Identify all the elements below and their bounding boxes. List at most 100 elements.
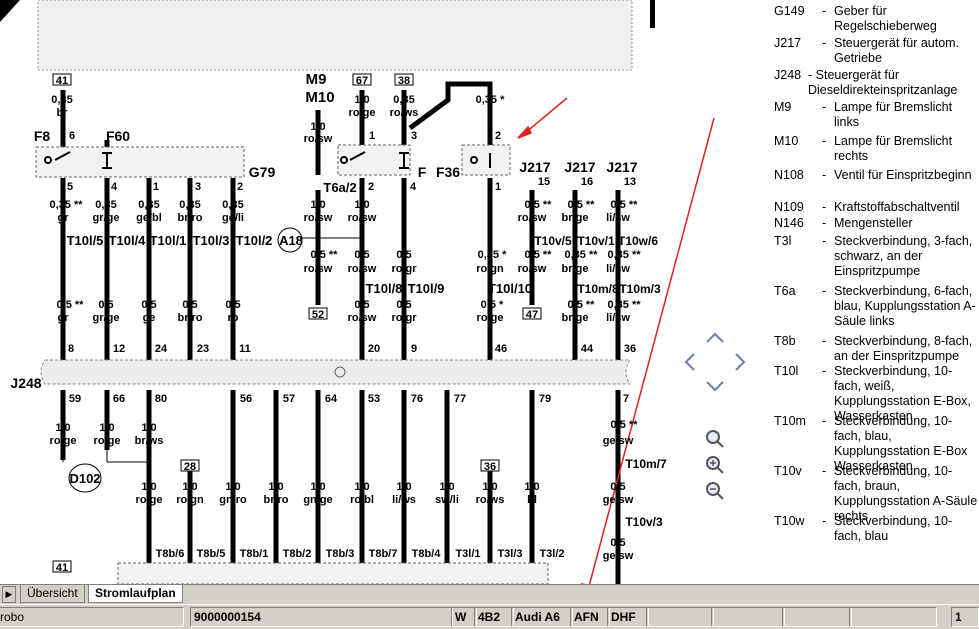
legend-description: Kraftstoffabschaltventil: [822, 200, 979, 215]
wire-color: gr/ge: [93, 312, 120, 324]
pin-label: 66: [113, 393, 125, 405]
wire-size: 0,5: [225, 299, 240, 311]
tab-overview[interactable]: Übersicht: [20, 585, 85, 603]
wire-size: 1,0: [99, 422, 114, 434]
legend-description: Mengensteller: [822, 216, 979, 231]
connector-t10l10: T10l/10: [488, 281, 532, 296]
connector-t3l2: T3l/2: [539, 548, 564, 560]
pan-up-icon[interactable]: [706, 332, 724, 343]
wire-color: ge: [143, 312, 156, 324]
wire-color: ro/sw: [518, 263, 547, 275]
legend-code: T10l: [774, 364, 799, 378]
connector-t10v5: T10v/5: [534, 234, 572, 248]
status-model-code: 4B2: [474, 607, 514, 627]
scroll-left-corner-icon[interactable]: [0, 0, 20, 22]
connector-t10l2: T10l/2: [236, 233, 273, 248]
connector-t8b3: T8b/3: [326, 548, 355, 560]
pan-left-icon[interactable]: [684, 353, 695, 371]
status-page-number: 1: [951, 607, 979, 627]
wire-size: 0,5 **: [611, 199, 639, 211]
wire-size: 1,0: [354, 199, 369, 211]
wire-color: ro/ge: [50, 435, 77, 447]
wire-color: ro: [228, 312, 239, 324]
wire-size: 0,35: [222, 199, 243, 211]
wire-color: ro/sw: [518, 212, 547, 224]
wire-color: ro/gr: [391, 263, 417, 275]
legend-code: N146: [774, 216, 804, 230]
box-label-41-bottom: 41: [56, 562, 68, 574]
wire-color: ge/bl: [136, 212, 162, 224]
wire-color: ro/ge: [477, 312, 504, 324]
wire-size: 0,5: [396, 249, 411, 261]
wire-color: ro/ge: [349, 107, 376, 119]
wire-color: ro/gn: [176, 494, 204, 506]
connector-t10l9: T10l/9: [408, 281, 445, 296]
pin-label: 11: [239, 343, 251, 355]
pin-label: 9: [411, 343, 417, 355]
tab-scroll-left-icon[interactable]: ▶: [2, 586, 16, 603]
wire-color: br/ws: [135, 435, 164, 447]
connector-t8b1: T8b/1: [240, 548, 269, 560]
connector-t10m3: T10m/3: [619, 282, 661, 296]
status-bar: robo 9000000154 W 4B2 Audi A6 AFN DHF 1: [0, 604, 979, 629]
wire-size: 0,35: [179, 199, 200, 211]
pin-label: 1: [495, 181, 501, 193]
switch-f-label: F: [418, 164, 427, 180]
pin-label: 2: [368, 181, 374, 193]
legend-code: T8b: [774, 334, 796, 348]
wire-size: 1,0: [524, 481, 539, 493]
wire-size: 1,0: [310, 481, 325, 493]
legend-description: - Steuergerät für Dieseldirekteinspritza…: [808, 68, 958, 97]
wire-color: ge/sw: [603, 550, 634, 562]
wire-size: 0,35 *: [478, 249, 507, 261]
lamp-m10-label: M10: [305, 89, 334, 106]
pin-label: 56: [240, 393, 252, 405]
component-a18-label: A18: [279, 233, 303, 248]
box-label-28: 28: [184, 461, 196, 473]
pan-down-icon[interactable]: [706, 381, 724, 392]
connector-t8b2: T8b/2: [283, 548, 312, 560]
pan-right-icon[interactable]: [735, 353, 746, 371]
legend-code: T6a: [774, 284, 796, 298]
legend-code: T10v: [774, 464, 802, 478]
scroll-right-corner-icon[interactable]: [650, 0, 655, 28]
wire-size: 0,5: [182, 299, 197, 311]
wire-color: ro/bl: [350, 494, 374, 506]
wire-size: 1,0: [182, 481, 197, 493]
wire-size: 0,5: [396, 299, 411, 311]
sender-g79-label: G79: [249, 164, 276, 180]
wire-size: 0,35: [138, 199, 159, 211]
pin-label: 23: [197, 343, 209, 355]
box-label-67: 67: [356, 75, 368, 87]
wire-size: 0,5: [610, 481, 625, 493]
pin-label: 12: [113, 343, 125, 355]
wire-color: ro/sw: [348, 212, 377, 224]
wire-color: li/sw: [606, 212, 630, 224]
wire-color: ro/sw: [348, 263, 377, 275]
zoom-out-icon[interactable]: [706, 482, 724, 500]
pin-label: 46: [495, 343, 507, 355]
status-engine-code: AFN: [570, 607, 610, 627]
wire-size: 0,5 **: [525, 249, 553, 261]
wire-size: 1,0: [225, 481, 240, 493]
wire-size: 0,35: [51, 94, 72, 106]
legend-code: N108: [774, 168, 804, 182]
box-label-52: 52: [312, 309, 324, 321]
connector-t10l5: T10l/5: [67, 233, 104, 248]
wire-size: 0,35: [393, 94, 414, 106]
wire-color: li/sw: [606, 263, 630, 275]
legend-description: Steckverbindung, 10-fach, weiß, Kupplung…: [822, 364, 979, 424]
wire-size: 0,5 **: [57, 299, 85, 311]
wire-size: 0,5: [354, 299, 369, 311]
zoom-icon[interactable]: [706, 430, 724, 448]
wiring-diagram: 41 67 38 52 47 28 36 41 0,35 br 1,0 ro/g…: [0, 0, 715, 601]
wire-color: gr/ge: [93, 212, 120, 224]
tab-wiring-diagram[interactable]: Stromlaufplan: [88, 585, 183, 603]
wire-size: 0,5: [354, 249, 369, 261]
wire-size: 0,35 **: [564, 249, 598, 261]
bottom-component-box: [117, 562, 549, 585]
wire-color: ro/sw: [304, 212, 333, 224]
pin-label: 13: [624, 176, 636, 188]
connector-t10w6: T10w/6: [618, 234, 658, 248]
zoom-in-icon[interactable]: [706, 456, 724, 474]
